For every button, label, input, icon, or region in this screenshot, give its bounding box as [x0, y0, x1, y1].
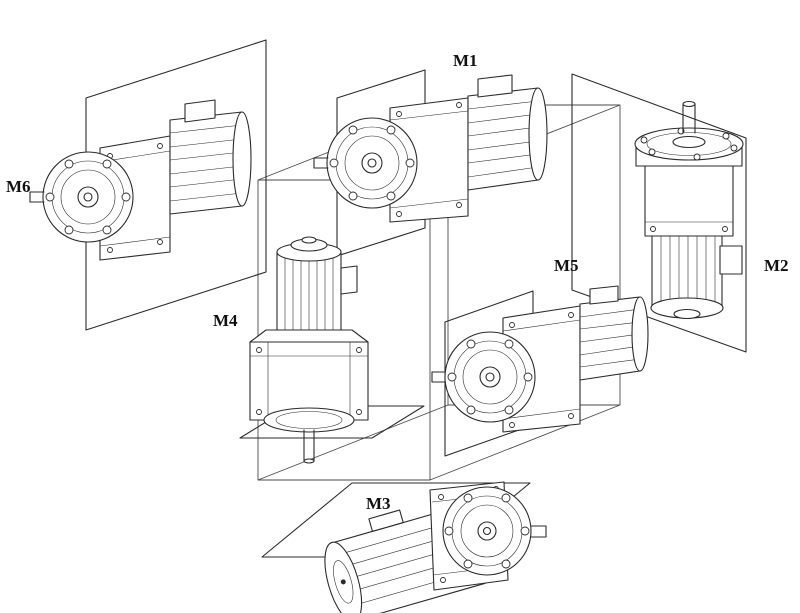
gearmotor-m5 — [431, 285, 649, 433]
flange-m1 — [326, 117, 418, 209]
label-m3: M3 — [366, 494, 391, 513]
mounting-plane-m2 — [571, 73, 747, 353]
gearmotor-m4 — [249, 236, 369, 464]
motor-m1 — [467, 74, 548, 191]
label-m5: M5 — [554, 256, 579, 275]
label-m2: M2 — [764, 256, 789, 275]
flange-m6 — [42, 151, 134, 243]
gearmotor-m6 — [29, 99, 252, 261]
flange-m2 — [634, 127, 744, 161]
output-shaft-m6 — [29, 191, 45, 203]
mounting-plane-m6 — [85, 39, 267, 331]
flange-m4 — [263, 407, 355, 433]
motor-m6 — [169, 99, 252, 215]
mounting-plane-m1 — [336, 69, 426, 257]
label-m1: M1 — [453, 51, 478, 70]
output-shaft-m3 — [530, 525, 547, 538]
motor-m4 — [276, 236, 358, 331]
flange-m5 — [444, 331, 536, 423]
gearmotor-m1 — [313, 74, 548, 223]
motor-m5 — [579, 285, 649, 381]
labels: M1 M2 M3 M4 M5 M6 — [6, 51, 789, 513]
label-m6: M6 — [6, 177, 31, 196]
output-shaft-m1 — [313, 157, 329, 169]
output-shaft-m4 — [303, 429, 315, 464]
gearmotor-m2 — [634, 100, 744, 320]
gearmotor-m3 — [324, 481, 547, 613]
motor-m2 — [650, 235, 743, 320]
label-m4: M4 — [213, 311, 238, 330]
flange-m3 — [442, 486, 532, 576]
gearbox-m4 — [249, 329, 369, 421]
output-shaft-m5 — [431, 371, 445, 383]
output-shaft-m2 — [682, 100, 696, 134]
